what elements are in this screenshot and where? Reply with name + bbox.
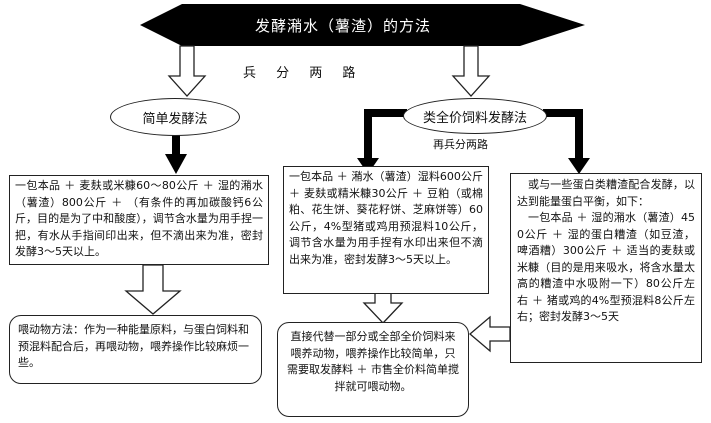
solid-arrow-full-right <box>543 109 590 174</box>
page-title: 发酵潲水（薯渣）的方法 <box>255 17 432 35</box>
full-price-method-node: 类全价饲料发酵法 <box>403 98 547 134</box>
full-price-method-label: 类全价饲料发酵法 <box>422 110 527 126</box>
full-recipe-box-a: 一包本品 ＋ 潲水（薯渣）湿料600公斤 ＋ 麦麸或精米糠30公斤 ＋ 豆粕（或… <box>283 166 489 294</box>
hollow-arrow-left <box>167 45 207 97</box>
solid-arrow-simple <box>165 134 187 174</box>
hollow-arrow-full-feed <box>362 292 404 324</box>
split-note: 再兵分两路 <box>433 138 488 151</box>
full-recipe-b-intro: 或与一些蛋白类糟渣配合发酵，以达到能量蛋白平衡，如下： <box>517 178 695 208</box>
solid-arrow-full-left <box>357 109 407 174</box>
simple-method-label: 简单发酵法 <box>142 111 208 127</box>
simple-recipe-box: 一包本品 ＋ 麦麸或米糠60～80公斤 ＋ 湿的潲水（薯渣）800公斤 ＋ （有… <box>9 175 269 265</box>
feeding-simple-box: 喂动物方法：作为一种能量原料，与蛋白饲料和预混料配合后，再喂动物，喂养操作比较麻… <box>9 315 262 384</box>
feeding-full-box: 直接代替一部分或全部全价饲料来喂养动物，喂养操作比较简单，只需要取发酵料 ＋ 市… <box>277 322 469 417</box>
hollow-arrow-left-feed <box>468 315 511 353</box>
route-subtitle: 兵 分 两 路 <box>243 66 364 81</box>
hollow-arrow-right <box>451 45 491 97</box>
full-recipe-b-body: 一包本品 ＋ 湿的潲水（薯渣）450公斤 ＋ 湿的蛋白糟渣（如豆渣，啤酒糟）30… <box>517 211 695 323</box>
simple-method-node: 简单发酵法 <box>110 98 240 136</box>
full-recipe-box-b: 或与一些蛋白类糟渣配合发酵，以达到能量蛋白平衡，如下： 一包本品 ＋ 湿的潲水（… <box>510 173 702 363</box>
hollow-arrow-simple-feed <box>124 264 182 315</box>
title-banner <box>140 4 585 46</box>
